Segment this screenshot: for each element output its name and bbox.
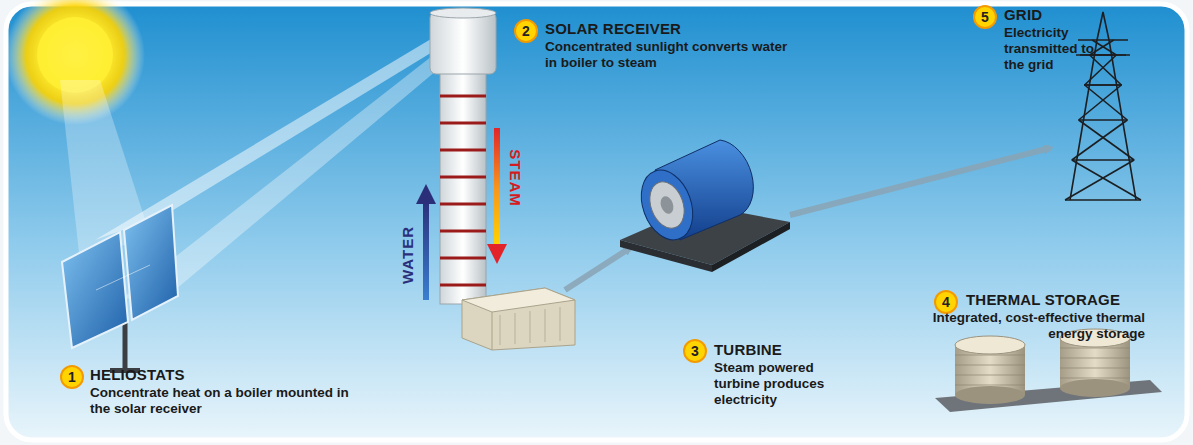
flow-label: WATER — [399, 226, 416, 284]
callout-number: 2 — [522, 23, 530, 39]
heading: HELIOSTATS — [90, 366, 290, 383]
heading: GRID — [1004, 6, 1084, 23]
description: Steam powered turbine produces electrici… — [714, 360, 839, 408]
callout-number: 4 — [942, 294, 950, 310]
callout-badge: 1 — [60, 365, 84, 389]
callout-number: 5 — [981, 9, 989, 25]
description: Integrated, cost-effective thermal energ… — [925, 310, 1145, 342]
description: Concentrated sunlight converts water in … — [545, 39, 795, 71]
callout-number: 3 — [691, 343, 699, 359]
heading: TURBINE — [714, 341, 864, 358]
callout-badge: 2 — [514, 19, 538, 43]
callout-number: 1 — [68, 369, 76, 385]
callout-badge: 5 — [973, 5, 997, 29]
heading: THERMAL STORAGE — [966, 291, 1166, 308]
flow-label: STEAM — [507, 149, 524, 207]
heading: SOLAR RECEIVER — [545, 20, 785, 37]
callout-badge: 3 — [683, 339, 707, 363]
description: Concentrate heat on a boiler mounted in … — [90, 385, 350, 417]
description: Electricity transmitted to the grid — [1004, 25, 1096, 73]
